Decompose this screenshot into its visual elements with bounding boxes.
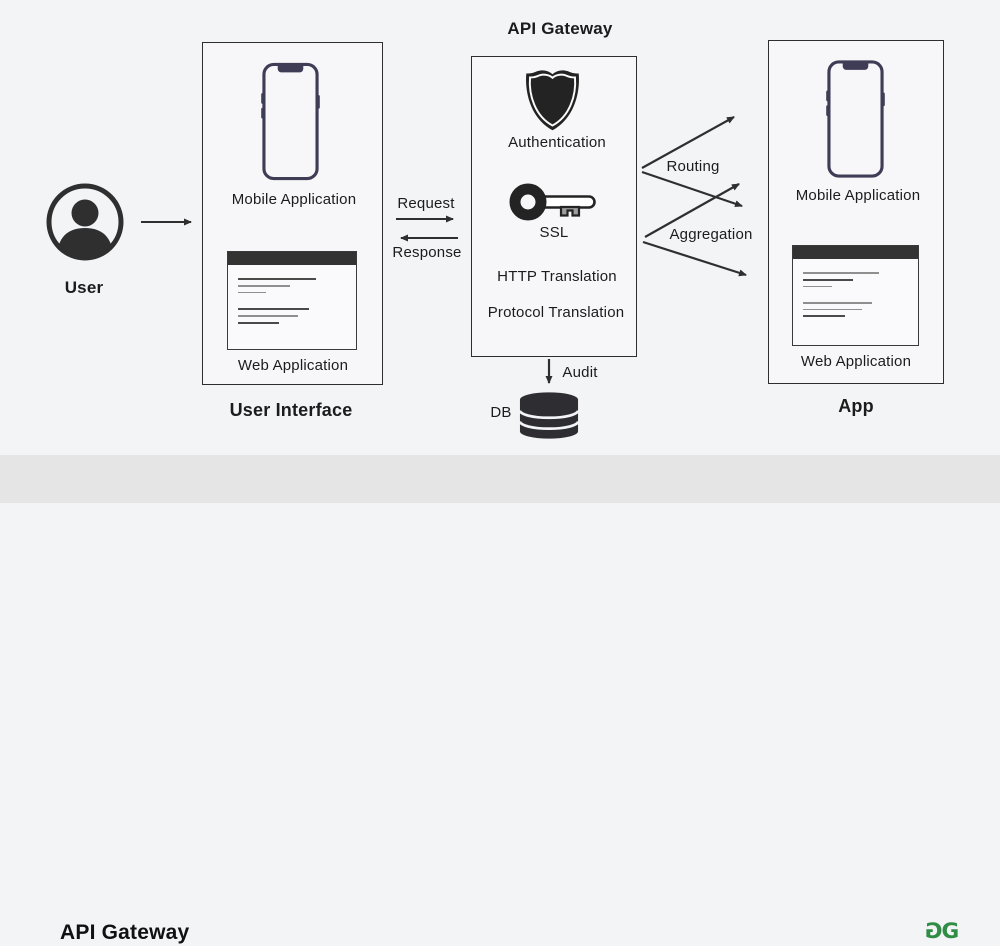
text-line xyxy=(238,285,290,287)
request-label: Request xyxy=(397,195,455,212)
browser-window-icon xyxy=(792,245,919,346)
audit-label: Audit xyxy=(562,364,598,381)
http-translation-label: HTTP Translation xyxy=(497,268,617,285)
app-title: App xyxy=(838,396,874,416)
aggregation-label: Aggregation xyxy=(669,226,753,243)
text-line xyxy=(803,302,873,304)
ui-web-application-label: Web Application xyxy=(237,357,349,374)
text-line xyxy=(238,315,299,317)
smartphone-icon xyxy=(261,62,320,181)
app-mobile-application-label: Mobile Application xyxy=(795,187,921,204)
ui-mobile-application-label: Mobile Application xyxy=(231,191,357,208)
svg-text:G: G xyxy=(925,919,943,944)
db-label: DB xyxy=(490,404,512,421)
shield-icon xyxy=(526,70,579,131)
text-line xyxy=(803,272,879,274)
text-line xyxy=(238,308,310,311)
svg-text:G: G xyxy=(942,919,960,944)
text-line xyxy=(803,278,854,281)
text-line xyxy=(803,308,862,311)
ssl-label: SSL xyxy=(539,224,569,241)
geeksforgeeks-logo: G G xyxy=(925,919,960,944)
key-icon xyxy=(509,183,596,221)
diagram-title: API Gateway xyxy=(507,19,613,38)
footer-title: API Gateway xyxy=(60,921,190,944)
text-line xyxy=(803,285,833,288)
browser-window-icon xyxy=(227,251,357,350)
authentication-label: Authentication xyxy=(508,134,606,151)
smartphone-icon xyxy=(826,60,885,178)
user-interface-title: User Interface xyxy=(229,400,353,420)
text-line xyxy=(238,291,267,294)
text-line xyxy=(238,321,280,324)
user-label: User xyxy=(64,278,104,297)
routing-label: Routing xyxy=(666,158,720,175)
footer-bar: API Gateway G G xyxy=(0,455,1000,944)
user-icon xyxy=(46,183,124,261)
browser-titlebar xyxy=(228,252,356,265)
api-gateway-diagram: API Gateway Use xyxy=(0,19,1000,944)
aggregation-arrow-down xyxy=(642,240,747,277)
response-label: Response xyxy=(392,244,462,261)
routing-arrow-down xyxy=(641,170,743,208)
browser-titlebar xyxy=(793,246,918,259)
protocol-translation-label: Protocol Translation xyxy=(487,304,625,321)
text-line xyxy=(803,315,845,318)
text-line xyxy=(238,278,316,280)
app-web-application-label: Web Application xyxy=(800,353,912,370)
database-icon xyxy=(518,392,580,439)
